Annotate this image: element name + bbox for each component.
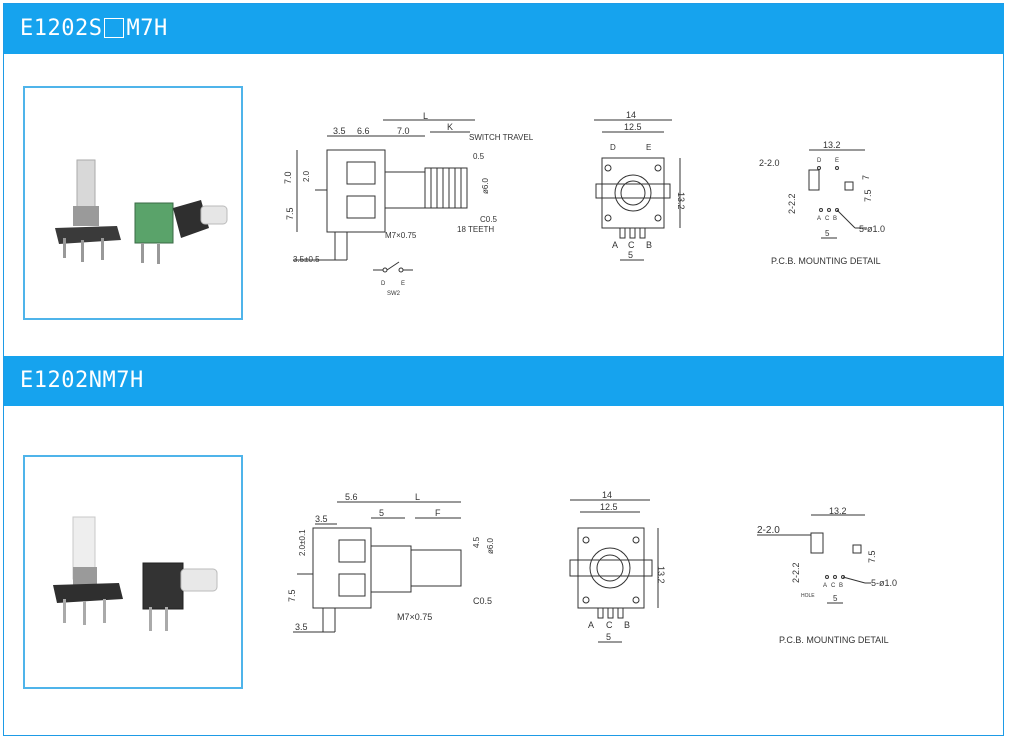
svg-text:A: A [588, 620, 594, 630]
svg-text:M7×0.75: M7×0.75 [397, 612, 432, 622]
svg-text:D: D [381, 281, 386, 287]
encoder-photo-illustration [53, 516, 218, 631]
side-view-drawing-1: 3.5 6.6 7.0 L K SWITCH TRAVEL 0.5 7.0 2.… [283, 111, 534, 297]
front-view-drawing-2: 14 12.5 13.2 A C B 5 [569, 490, 666, 643]
svg-text:A: A [817, 216, 821, 222]
svg-text:4.5: 4.5 [472, 536, 481, 548]
svg-text:3.5: 3.5 [295, 622, 308, 632]
svg-text:13.2: 13.2 [676, 192, 686, 210]
svg-text:13.2: 13.2 [829, 506, 847, 516]
svg-text:C: C [606, 620, 613, 630]
svg-text:7.5: 7.5 [867, 550, 877, 563]
svg-text:7.5: 7.5 [287, 589, 297, 602]
svg-text:13.2: 13.2 [656, 566, 666, 584]
svg-text:C: C [825, 216, 830, 222]
svg-text:7.5: 7.5 [863, 189, 873, 202]
svg-text:12.5: 12.5 [600, 502, 618, 512]
svg-text:L: L [415, 492, 420, 502]
svg-text:2.0: 2.0 [302, 170, 311, 182]
svg-text:7: 7 [861, 175, 871, 180]
svg-text:B: B [839, 583, 843, 589]
svg-text:3.5: 3.5 [333, 126, 346, 136]
svg-text:7.0: 7.0 [397, 126, 410, 136]
pcb-mounting-detail-2: 13.2 2-2.0 7.5 2-2.2 HOLE A C B 5 5-ø1.0… [757, 506, 897, 645]
blank-box-icon [104, 18, 125, 38]
svg-text:E: E [646, 143, 651, 152]
svg-text:B: B [624, 620, 630, 630]
svg-text:5: 5 [825, 229, 830, 238]
svg-text:3.5±0.5: 3.5±0.5 [293, 255, 320, 264]
svg-text:P.C.B. MOUNTING DETAIL: P.C.B. MOUNTING DETAIL [771, 256, 881, 266]
svg-text:E: E [835, 158, 839, 164]
svg-text:5-ø1.0: 5-ø1.0 [871, 578, 897, 588]
svg-text:5: 5 [833, 594, 838, 603]
svg-text:2-2.0: 2-2.0 [757, 525, 780, 536]
svg-text:5: 5 [606, 632, 611, 642]
svg-text:SWITCH TRAVEL: SWITCH TRAVEL [469, 133, 534, 142]
svg-text:B: B [833, 216, 837, 222]
encoder-photo-illustration [55, 159, 228, 264]
product-photo-2 [23, 455, 243, 689]
svg-text:5: 5 [379, 508, 384, 518]
svg-text:2-2.2: 2-2.2 [787, 193, 797, 214]
side-view-drawing-2: 5.6 L 3.5 5 F 2.0±0.1 7.5 3.5 4.5 ø6.0 M… [287, 492, 495, 633]
svg-text:F: F [435, 508, 441, 518]
svg-text:5-ø1.0: 5-ø1.0 [859, 224, 885, 234]
svg-text:7.0: 7.0 [283, 171, 293, 184]
svg-text:ø6.0: ø6.0 [486, 537, 495, 554]
svg-text:2-2.0: 2-2.0 [759, 158, 780, 168]
section-title: E1202NM7H [20, 368, 144, 393]
svg-text:14: 14 [602, 490, 612, 500]
section-header-e1202n: E1202NM7H [4, 356, 1004, 406]
svg-text:C: C [831, 583, 836, 589]
svg-text:HOLE: HOLE [801, 593, 815, 599]
svg-text:SW2: SW2 [387, 291, 401, 297]
svg-text:6.6: 6.6 [357, 126, 370, 136]
svg-text:C: C [628, 240, 635, 250]
svg-text:E: E [401, 281, 405, 287]
svg-text:3.5: 3.5 [315, 514, 328, 524]
svg-text:5.6: 5.6 [345, 492, 358, 502]
svg-text:P.C.B. MOUNTING DETAIL: P.C.B. MOUNTING DETAIL [779, 635, 889, 645]
svg-text:A: A [823, 583, 827, 589]
svg-text:C0.5: C0.5 [480, 215, 497, 224]
svg-text:7.5: 7.5 [285, 207, 295, 220]
svg-text:2.0±0.1: 2.0±0.1 [298, 529, 307, 556]
svg-text:K: K [447, 122, 453, 132]
svg-text:18 TEETH: 18 TEETH [457, 225, 494, 234]
svg-text:12.5: 12.5 [624, 122, 642, 132]
svg-text:A: A [612, 240, 618, 250]
svg-text:C0.5: C0.5 [473, 596, 492, 606]
svg-text:D: D [817, 158, 822, 164]
svg-text:M7×0.75: M7×0.75 [385, 231, 417, 240]
svg-text:0.5: 0.5 [473, 152, 485, 161]
pcb-mounting-detail-1: 13.2 2-2.0 D E 7 7.5 2-2.2 A C B 5 5-ø1.… [759, 140, 885, 266]
svg-text:14: 14 [626, 110, 636, 120]
svg-text:2-2.2: 2-2.2 [791, 562, 801, 583]
front-view-drawing-1: 14 12.5 D E 13.2 A C B 5 [594, 110, 686, 261]
svg-text:5: 5 [628, 250, 633, 260]
svg-text:D: D [610, 143, 616, 152]
svg-text:13.2: 13.2 [823, 140, 841, 150]
product-photo-1 [23, 86, 243, 320]
svg-text:B: B [646, 240, 652, 250]
svg-text:L: L [423, 111, 428, 121]
svg-text:ø6.0: ø6.0 [481, 177, 490, 194]
